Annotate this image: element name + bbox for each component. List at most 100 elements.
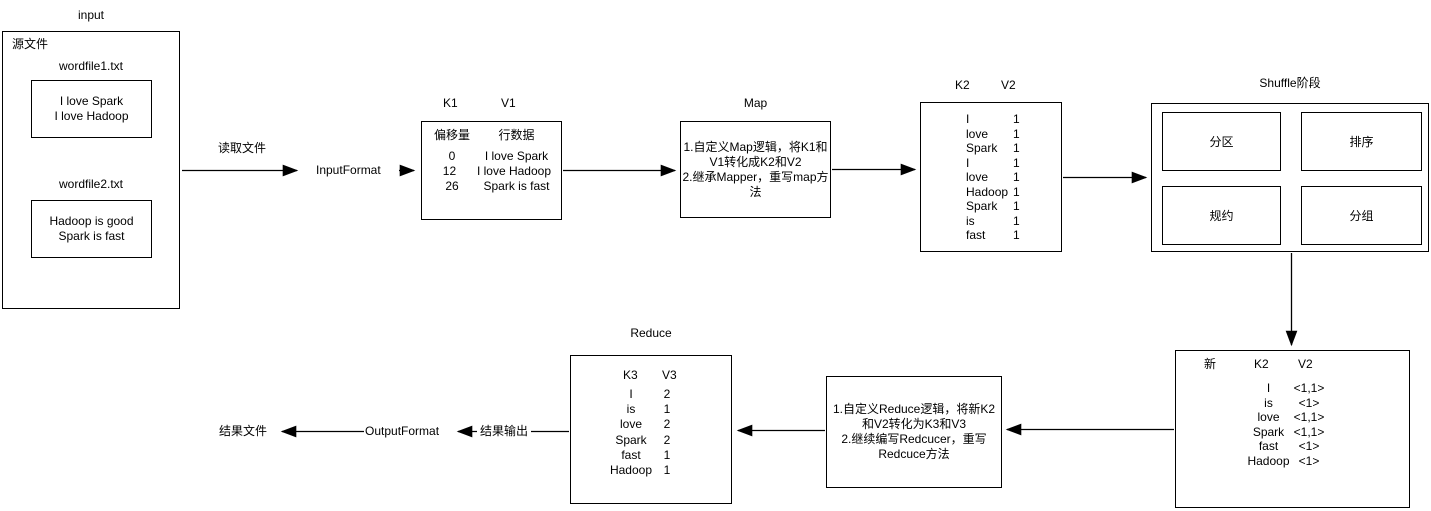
group-label: 分组 (1349, 209, 1374, 223)
grouped-values: <1,1> (1293, 381, 1325, 395)
word-key: is (1264, 395, 1273, 410)
reduce-logic-line: 和V2转化为K3和V3 (861, 417, 967, 431)
word-key: I (966, 112, 970, 126)
grouped-values: <1> (1298, 453, 1320, 468)
k1-header: K1 (443, 96, 458, 110)
count-value: 2 (663, 432, 671, 447)
reduce-logic-line: 2.继续编写Redcucer，重写 (841, 432, 987, 446)
table-row: fast 1 (571, 448, 731, 463)
map-logic-line: 2.继承Mapper，重写map方 (682, 169, 829, 184)
shuffle-partition-box: 分区 (1162, 112, 1281, 171)
table-row: fast 1 (966, 228, 1061, 243)
word-key: is (626, 402, 636, 417)
offset-value: 12 (442, 164, 457, 178)
word-key: I (1266, 381, 1271, 395)
word-key: fast (1258, 439, 1279, 453)
shuffle-sort-box: 排序 (1301, 112, 1422, 171)
table-row: Spark 1 (966, 199, 1061, 214)
outputformat-label: OutputFormat (365, 424, 440, 438)
result-file-label: 结果文件 (219, 424, 268, 438)
word-key: Hadoop (609, 463, 653, 478)
v2-header: V2 (1001, 78, 1016, 92)
count-value: 2 (663, 387, 671, 401)
new-header: 新 (1204, 357, 1217, 371)
table-row: Hadoop 1 (571, 463, 731, 478)
map-logic-line: 1.自定义Map逻辑，将K1和 (683, 139, 828, 154)
word-key: fast (966, 228, 986, 242)
source-files-label: 源文件 (12, 37, 49, 51)
new-k2-header: K2 (1254, 357, 1269, 371)
wordfile2-line1: Hadoop is good (49, 214, 134, 228)
table-row: Hadoop <1> (1176, 454, 1409, 469)
table-row: is <1> (1176, 396, 1409, 411)
word-key: I (629, 387, 633, 401)
count-value: 1 (1013, 228, 1020, 242)
sort-label: 排序 (1349, 135, 1374, 149)
grouped-values: <1> (1298, 395, 1320, 410)
rowdata-value: Spark is fast (483, 179, 550, 193)
reduce-logic-line: Redcuce方法 (878, 447, 950, 461)
word-key: love (619, 417, 642, 432)
shuffle-combine-box: 规约 (1162, 186, 1281, 245)
new-k2v2-box: 新 K2 V2 I <1,1> is <1> love<1,1> Spark<1,1… (1175, 350, 1410, 508)
grouped-values: <1> (1298, 439, 1320, 453)
count-value: 1 (663, 463, 671, 478)
count-value: 1 (663, 447, 671, 462)
table-row: Spark 2 (571, 433, 731, 448)
count-value: 1 (1013, 199, 1020, 213)
count-value: 1 (663, 402, 671, 417)
word-key: Spark (966, 199, 998, 213)
new-v2-header: V2 (1298, 357, 1313, 371)
word-key: Spark (615, 432, 647, 447)
k3-header: K3 (623, 368, 638, 382)
combine-label: 规约 (1209, 209, 1234, 223)
v1-header: V1 (501, 96, 516, 110)
wordfile2-name: wordfile2.txt (58, 177, 124, 191)
grouped-values: <1,1> (1293, 424, 1325, 439)
inputformat-label: InputFormat (316, 163, 381, 177)
word-key: is (966, 213, 975, 228)
table-row: love 2 (571, 417, 731, 432)
rowdata-value: I love Spark (484, 149, 549, 163)
map-logic-line: V1转化成K2和V2 (709, 154, 802, 169)
offset-value: 26 (445, 179, 459, 193)
table-row: Hadoop 1 (966, 185, 1061, 200)
shuffle-box: 分区 排序 规约 分组 (1151, 103, 1429, 252)
wordfile1-line1: I love Spark (59, 94, 124, 108)
wordfile2-box: Hadoop is good Spark is fast (31, 200, 152, 258)
table-row: is 1 (966, 214, 1061, 229)
grouped-values: <1,1> (1293, 410, 1325, 424)
word-key: love (966, 126, 989, 141)
count-value: 1 (1013, 141, 1020, 155)
wordfile1-name: wordfile1.txt (58, 59, 124, 73)
word-key: fast (621, 447, 641, 462)
count-value: 1 (1013, 213, 1020, 228)
wordfile1-box: I love Spark I love Hadoop (31, 80, 152, 138)
table-row: Spark<1,1> (1176, 425, 1409, 440)
count-value: 1 (1013, 112, 1020, 126)
word-key: Hadoop (1247, 453, 1290, 468)
shuffle-group-box: 分组 (1301, 186, 1422, 245)
map-logic-line: 法 (749, 184, 762, 199)
count-value: 1 (1013, 184, 1020, 199)
table-row: I <1,1> (1176, 381, 1409, 396)
count-value: 2 (663, 417, 671, 432)
word-key: Hadoop (966, 184, 1009, 199)
k2-header: K2 (955, 78, 970, 92)
reduce-title: Reduce (630, 326, 672, 340)
table-row: love 1 (966, 127, 1061, 142)
map-logic-box: 1.自定义Map逻辑，将K1和 V1转化成K2和V2 2.继承Mapper，重写… (680, 121, 831, 218)
partition-label: 分区 (1209, 135, 1234, 149)
input-title: input (77, 8, 105, 22)
table-row: love<1,1> (1176, 410, 1409, 425)
count-value: 1 (1013, 126, 1020, 141)
